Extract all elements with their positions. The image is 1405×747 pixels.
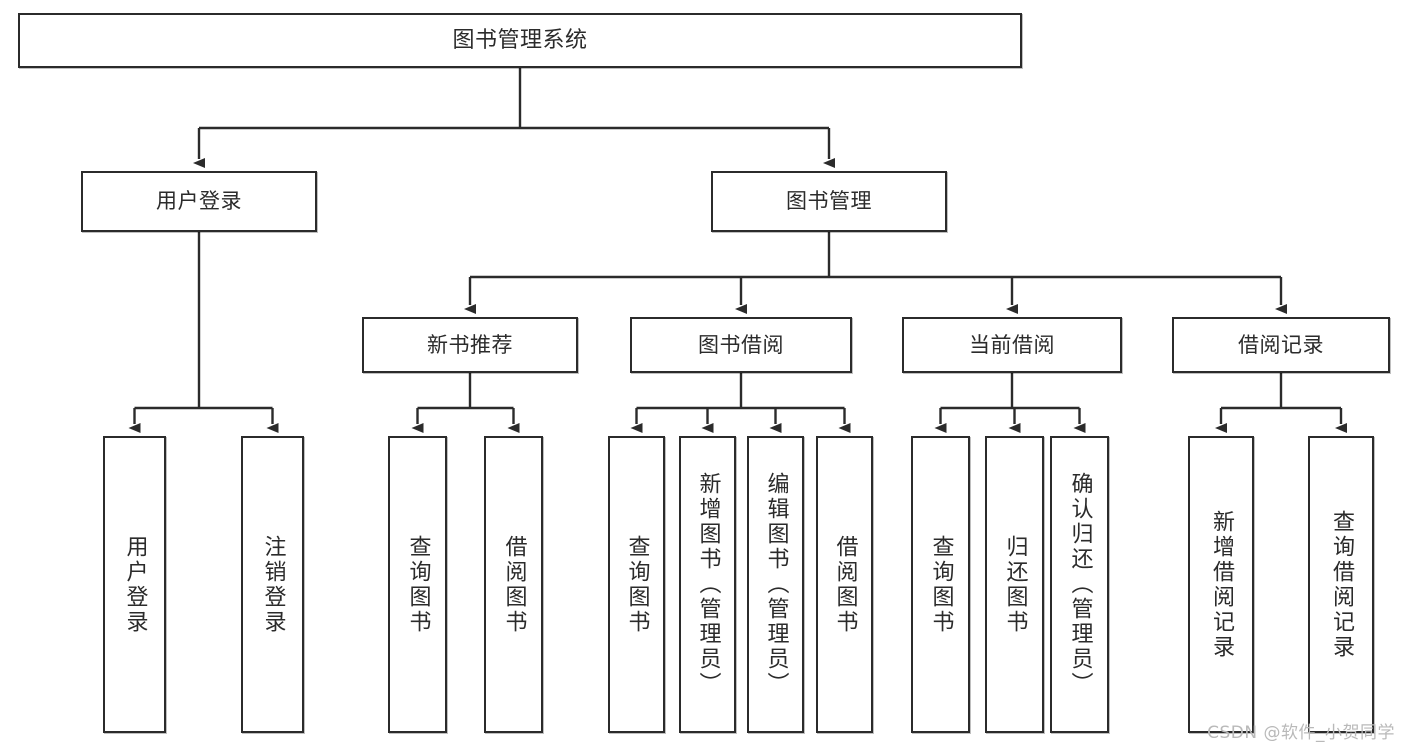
node-l3[interactable]: 查询图书 (388, 436, 447, 733)
node-login[interactable]: 用户登录 (81, 171, 317, 232)
node-label: 确认归还（管理员） (1067, 472, 1093, 697)
node-root[interactable]: 图书管理系统 (18, 13, 1022, 68)
node-label: 用户登录 (156, 189, 242, 214)
node-label: 查询借阅记录 (1329, 509, 1354, 660)
node-label: 新增借阅记录 (1209, 509, 1234, 660)
node-l4[interactable]: 借阅图书 (484, 436, 543, 733)
node-label: 查询图书 (405, 534, 431, 635)
node-l10[interactable]: 归还图书 (985, 436, 1044, 733)
watermark-text: CSDN @软件_小贺同学 (1207, 723, 1395, 743)
node-label: 图书借阅 (698, 332, 784, 357)
node-l6[interactable]: 新增图书（管理员） (679, 436, 736, 733)
node-current[interactable]: 当前借阅 (902, 317, 1122, 373)
node-label: 新增图书（管理员） (695, 472, 721, 697)
node-label: 借阅图书 (832, 534, 858, 635)
node-label: 归还图书 (1002, 534, 1028, 635)
node-l12[interactable]: 新增借阅记录 (1188, 436, 1254, 733)
node-l1[interactable]: 用户登录 (103, 436, 166, 733)
node-label: 图书管理系统 (452, 27, 588, 53)
node-l9[interactable]: 查询图书 (911, 436, 970, 733)
node-l5[interactable]: 查询图书 (608, 436, 665, 733)
node-label: 查询图书 (624, 534, 650, 635)
node-label: 借阅记录 (1238, 332, 1324, 357)
node-label: 借阅图书 (501, 534, 527, 635)
node-label: 查询图书 (928, 534, 954, 635)
node-label: 图书管理 (786, 189, 872, 214)
node-label: 当前借阅 (969, 332, 1055, 357)
node-bookmgmt[interactable]: 图书管理 (711, 171, 947, 232)
node-label: 用户登录 (122, 534, 148, 635)
node-records[interactable]: 借阅记录 (1172, 317, 1390, 373)
node-l2[interactable]: 注销登录 (241, 436, 304, 733)
node-label: 编辑图书（管理员） (763, 472, 789, 697)
node-l7[interactable]: 编辑图书（管理员） (747, 436, 804, 733)
node-label: 注销登录 (260, 534, 286, 635)
node-l11[interactable]: 确认归还（管理员） (1050, 436, 1109, 733)
node-label: 新书推荐 (427, 332, 513, 357)
node-l8[interactable]: 借阅图书 (816, 436, 873, 733)
node-borrow[interactable]: 图书借阅 (630, 317, 852, 373)
node-l13[interactable]: 查询借阅记录 (1308, 436, 1374, 733)
node-newrec[interactable]: 新书推荐 (362, 317, 578, 373)
